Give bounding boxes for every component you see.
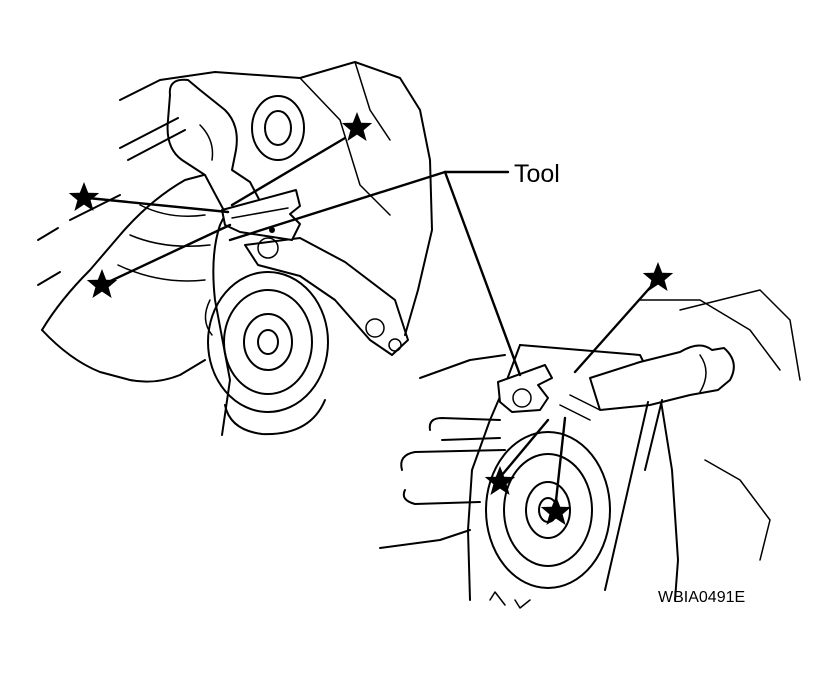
star-icon [642, 262, 674, 291]
tool-label: Tool [514, 160, 560, 188]
right-assembly [379, 289, 801, 609]
hammer-left [119, 78, 263, 219]
upper-pulley-left [251, 95, 305, 161]
tool-right [497, 364, 553, 413]
lower-pulley-left [207, 271, 329, 436]
figure-code: WBIA0491E [658, 589, 745, 606]
left-assembly [37, 61, 433, 436]
star-icon [86, 269, 118, 298]
hammer-right [589, 344, 735, 591]
star-icon [341, 112, 373, 141]
tool-left [221, 189, 301, 241]
star-icon [484, 466, 516, 495]
callout-leaders [86, 136, 657, 512]
